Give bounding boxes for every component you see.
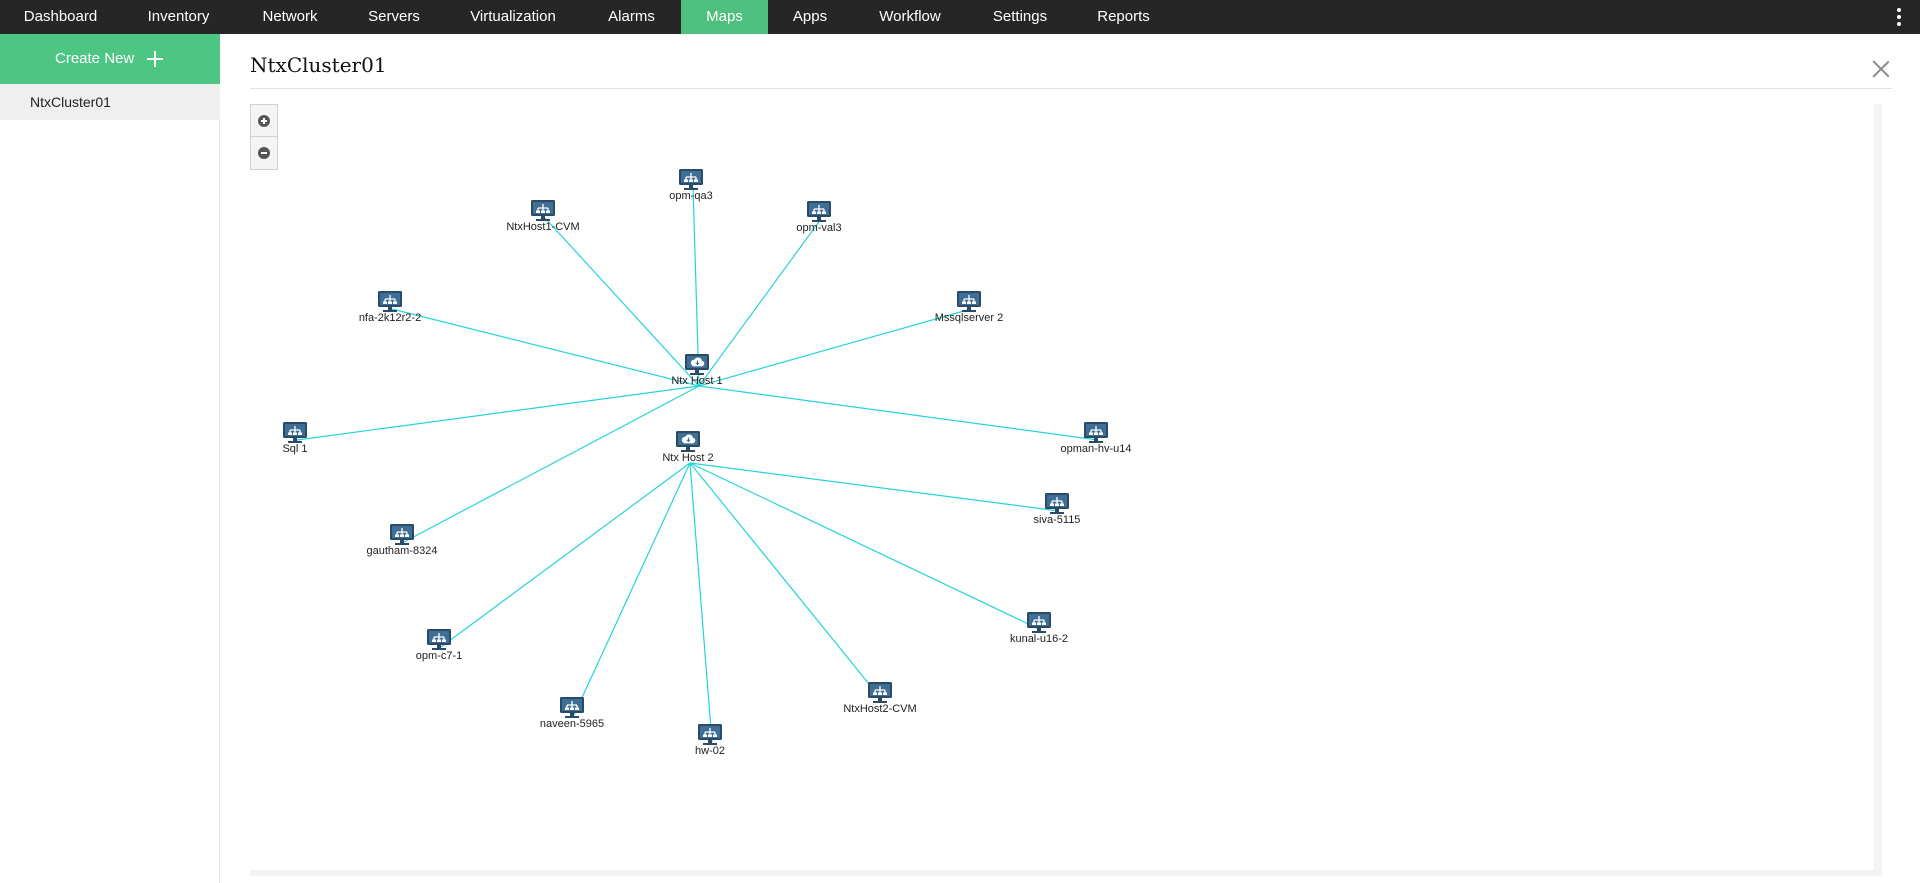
link-opm-qa3 [692, 186, 700, 387]
link-nfa-2k12r2-2 [391, 308, 700, 387]
device-node-nfa-2k12r2-2[interactable]: nfa-2k12r2-2 [359, 290, 421, 324]
nav-virtualization[interactable]: Virtualization [470, 8, 556, 25]
device-node-label: Sql 1 [282, 443, 307, 455]
network-server-icon [1026, 611, 1052, 633]
device-node-hw-02[interactable]: hw-02 [695, 723, 725, 757]
device-node-ntxhost1-cvm[interactable]: NtxHost1-CVM [506, 199, 580, 233]
cloud-host-icon [684, 353, 710, 375]
device-node-label: kunal-u16-2 [1010, 633, 1068, 645]
device-node-naveen-5965[interactable]: naveen-5965 [540, 696, 604, 730]
network-server-icon [1083, 421, 1109, 443]
device-node-label: nfa-2k12r2-2 [359, 312, 421, 324]
link-ntxhost1-cvm [544, 217, 700, 387]
link-kunal-u16-2 [689, 462, 1042, 631]
nav-workflow[interactable]: Workflow [879, 8, 941, 25]
nav-reports[interactable]: Reports [1097, 8, 1150, 25]
link-naveen-5965 [573, 462, 691, 716]
link-hw-02 [689, 462, 713, 743]
device-node-sql-1[interactable]: Sql 1 [282, 421, 308, 455]
host-node-ntx-host-2[interactable]: Ntx Host 2 [662, 430, 714, 464]
nav-inventory[interactable]: Inventory [147, 8, 210, 25]
device-node-label: Mssqlserver 2 [935, 312, 1003, 324]
device-node-label: opm-val3 [796, 222, 841, 234]
create-new-label: Create New [55, 50, 135, 67]
network-server-icon [956, 290, 982, 312]
device-node-opman-hv-u14[interactable]: opman-hv-u14 [1061, 421, 1132, 455]
plus-icon [146, 50, 164, 68]
device-node-siva-5115[interactable]: siva-5115 [1034, 492, 1081, 526]
host-node-ntx-host-1[interactable]: Ntx Host 1 [671, 353, 723, 387]
network-server-icon [377, 290, 403, 312]
device-node-kunal-u16-2[interactable]: kunal-u16-2 [1010, 611, 1068, 645]
device-node-label: opm-c7-1 [416, 650, 462, 662]
nav-servers[interactable]: Servers [368, 8, 420, 25]
device-node-label: NtxHost2-CVM [843, 703, 916, 715]
device-node-opm-c7-1[interactable]: opm-c7-1 [416, 628, 462, 662]
cloud-host-icon [675, 430, 701, 452]
link-opm-val3 [698, 218, 822, 387]
nav-settings[interactable]: Settings [992, 8, 1048, 25]
device-node-label: NtxHost1-CVM [506, 221, 579, 233]
device-node-label: opm-qa3 [669, 190, 712, 202]
device-node-label: naveen-5965 [540, 718, 604, 730]
device-node-label: opman-hv-u14 [1061, 443, 1132, 455]
device-node-opm-val3[interactable]: opm-val3 [796, 200, 842, 234]
network-server-icon [559, 696, 585, 718]
network-server-icon [806, 200, 832, 222]
nav-network[interactable]: Network [262, 8, 318, 25]
network-server-icon [426, 628, 452, 650]
link-siva-5115 [689, 462, 1060, 512]
maps-sidebar: Create New NtxCluster01 [0, 34, 220, 883]
network-server-icon [389, 523, 415, 545]
host-node-label: Ntx Host 2 [662, 452, 713, 464]
nav-maps[interactable]: Maps [681, 0, 768, 34]
device-node-label: siva-5115 [1034, 514, 1081, 526]
nav-alarms[interactable]: Alarms [608, 8, 655, 25]
link-opm-c7-1 [440, 462, 691, 648]
zoom-in-icon[interactable] [251, 105, 277, 137]
network-server-icon [1044, 492, 1070, 514]
vertical-dots-icon[interactable] [1896, 8, 1902, 26]
device-node-label: hw-02 [695, 745, 725, 757]
link-ntxhost2-cvm [689, 462, 883, 701]
top-nav: Dashboard Inventory Network Servers Virt… [0, 0, 1920, 34]
network-server-icon [282, 421, 308, 443]
network-server-icon [530, 199, 556, 221]
title-divider [250, 88, 1892, 89]
network-server-icon [678, 168, 704, 190]
network-server-icon [867, 681, 893, 703]
device-node-opm-qa3[interactable]: opm-qa3 [669, 168, 713, 202]
network-server-icon [697, 723, 723, 745]
device-node-ntxhost2-cvm[interactable]: NtxHost2-CVM [843, 681, 917, 715]
link-opman-hv-u14 [698, 385, 1099, 441]
create-new-button[interactable]: Create New [0, 34, 220, 84]
device-node-mssqlserver-2[interactable]: Mssqlserver 2 [935, 290, 1003, 324]
nav-apps[interactable]: Apps [792, 8, 828, 25]
link-gautham-8324 [403, 385, 700, 543]
page-title: NtxCluster01 [250, 53, 387, 77]
zoom-out-icon[interactable] [251, 137, 277, 169]
close-icon[interactable] [1872, 60, 1890, 78]
nav-dashboard[interactable]: Dashboard [23, 8, 98, 25]
map-list-item-ntxcluster01[interactable]: NtxCluster01 [0, 84, 220, 120]
link-mssqlserver-2 [698, 308, 972, 387]
device-node-gautham-8324[interactable]: gautham-8324 [367, 523, 438, 557]
map-links [296, 186, 1099, 743]
device-node-label: gautham-8324 [367, 545, 438, 557]
link-sql-1 [296, 385, 700, 441]
host-node-label: Ntx Host 1 [671, 375, 722, 387]
zoom-controls [250, 104, 278, 170]
